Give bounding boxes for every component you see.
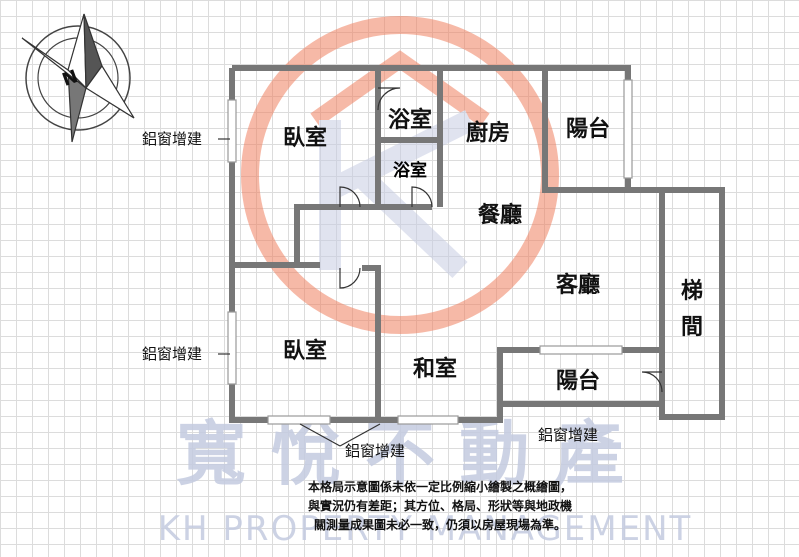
- annotations: 鋁窗增建 鋁窗增建 鋁窗增建 鋁窗增建: [142, 130, 598, 460]
- compass-icon: N: [21, 13, 135, 143]
- annotation-window-left-bottom: 鋁窗增建: [142, 345, 202, 363]
- room-balcony-bottom: 陽台: [556, 368, 600, 394]
- room-dining: 餐廳: [478, 202, 522, 228]
- watermark-english: KH PROPERTY MANAGEMENT: [158, 509, 693, 549]
- room-bath-top: 浴室: [388, 107, 432, 133]
- annotation-window-bottom-center: 鋁窗增建: [345, 442, 405, 460]
- room-bedroom-top: 臥室: [283, 125, 327, 151]
- annotation-window-left-top: 鋁窗增建: [142, 130, 202, 148]
- room-living: 客廳: [556, 272, 600, 298]
- compass-label: N: [59, 66, 80, 91]
- annotation-window-bottom-right: 鋁窗增建: [538, 426, 598, 444]
- disclaimer-line: 與實況仍有差距；其方位、格局、形狀等與地政機: [307, 499, 572, 513]
- room-bedroom-bottom: 臥室: [283, 338, 327, 364]
- room-stairs-1: 梯: [681, 278, 703, 304]
- room-kitchen: 廚房: [466, 120, 510, 146]
- room-balcony-top: 陽台: [566, 116, 610, 142]
- disclaimer-line: 關測量成果圖未必一致，仍須以房屋現場為準。: [313, 518, 566, 532]
- watermark-chinese: 寬 悅 不 動 產: [176, 413, 623, 495]
- room-stairs-2: 間: [681, 315, 703, 340]
- disclaimer: 本格局示意圖係未依一定比例縮小繪製之概繪圖， 與實況仍有差距；其方位、格局、形狀…: [220, 478, 660, 535]
- windows: [227, 79, 633, 425]
- doors: [339, 87, 663, 393]
- room-japanese: 和室: [413, 356, 457, 382]
- disclaimer-line: 本格局示意圖係未依一定比例縮小繪製之概繪圖，: [307, 480, 572, 494]
- room-bath-mid: 浴室: [393, 160, 427, 181]
